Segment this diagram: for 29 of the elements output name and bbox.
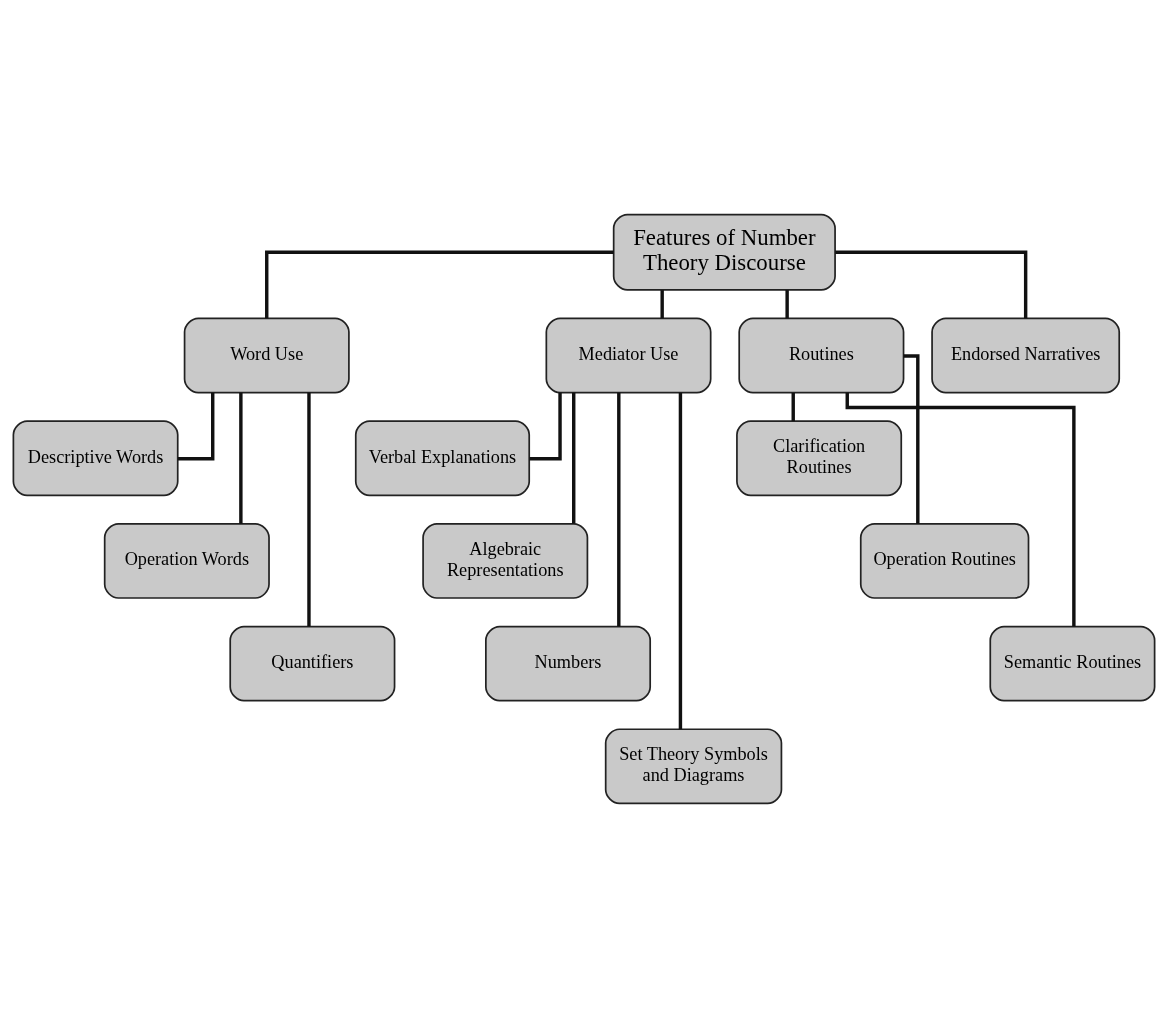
connector bbox=[177, 392, 215, 461]
connector bbox=[903, 354, 920, 524]
node-box: Numbers bbox=[485, 625, 652, 702]
connector bbox=[678, 392, 683, 730]
connector bbox=[265, 250, 614, 319]
node-box: Semantic Routines bbox=[989, 625, 1156, 702]
connector bbox=[572, 392, 576, 524]
connector bbox=[617, 392, 621, 627]
connector bbox=[791, 392, 795, 422]
connector bbox=[660, 290, 664, 319]
node-box: Operation Routines bbox=[859, 523, 1030, 599]
node-box: Verbal Explanations bbox=[354, 420, 531, 497]
node-box: Quantifiers bbox=[229, 625, 396, 702]
connector bbox=[529, 392, 562, 461]
node-box: Endorsed Narratives bbox=[931, 317, 1121, 394]
node-box: Set Theory Symbols and Diagrams bbox=[604, 728, 783, 805]
node-box: Features of Number Theory Discourse bbox=[612, 213, 836, 291]
node-box: Mediator Use bbox=[545, 317, 712, 394]
node-box: Clarification Routines bbox=[736, 420, 903, 497]
connector bbox=[785, 290, 789, 319]
connector bbox=[307, 392, 311, 627]
node-box: Word Use bbox=[183, 317, 350, 394]
node-box: Routines bbox=[738, 317, 905, 394]
node-box: Algebraic Representations bbox=[422, 523, 589, 599]
connector bbox=[845, 392, 1076, 627]
connector bbox=[835, 250, 1028, 319]
connector bbox=[239, 392, 243, 524]
node-box: Operation Words bbox=[103, 523, 270, 599]
node-box: Descriptive Words bbox=[12, 420, 179, 497]
